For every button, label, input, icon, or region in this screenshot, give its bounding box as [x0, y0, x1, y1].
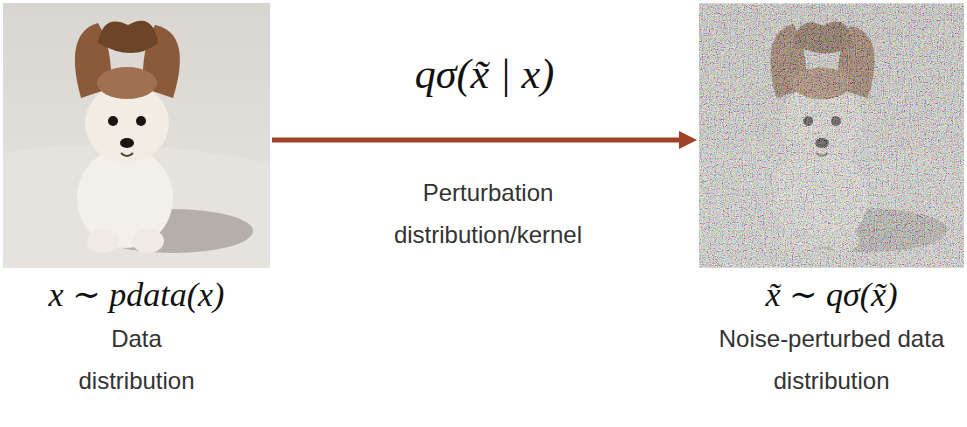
noisy-dog-image	[699, 3, 964, 268]
math-caption: x̃ ∼ qσ(x̃)	[699, 274, 964, 314]
image-panel: x ∼ pdata(x)Data distribution	[3, 3, 270, 402]
math-caption: x ∼ pdata(x)	[3, 274, 270, 314]
edge-label: qσ(x̃ | x)	[415, 50, 555, 98]
caption-text: Data distribution	[52, 318, 222, 402]
clean-dog-image	[3, 3, 270, 268]
kernel-caption: Perturbation distribution/kernel	[363, 172, 613, 256]
arrow-connector	[272, 131, 697, 149]
caption-text: Noise-perturbed data distribution	[717, 318, 947, 402]
image-panel: x̃ ∼ qσ(x̃)Noise-perturbed data distribu…	[699, 3, 964, 402]
